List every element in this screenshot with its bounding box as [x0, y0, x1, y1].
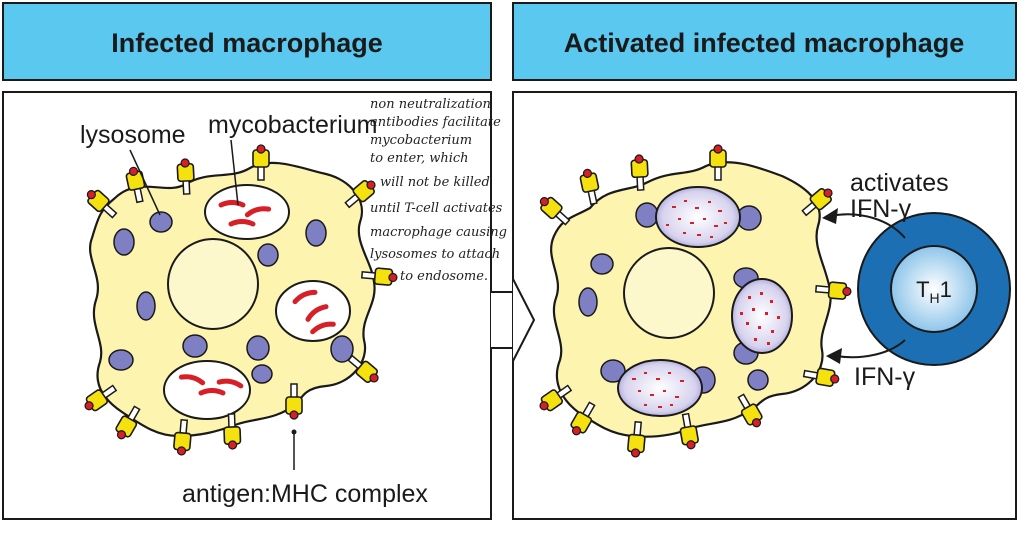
lysosome: [330, 335, 354, 363]
lysosome: [251, 364, 273, 384]
phagolysosome: [635, 186, 762, 248]
note-line-1: non neutralization: [370, 97, 491, 112]
lysosome: [108, 349, 134, 371]
ifn-gamma-top-label: IFN-γ: [850, 195, 912, 223]
left-panel-title: Infected macrophage: [111, 28, 383, 58]
lysosome: [136, 291, 156, 321]
ifn-gamma-arrow-top: [829, 213, 906, 239]
right-panel-title: Activated infected macrophage: [564, 28, 965, 58]
note-line-7: macrophage causing: [370, 225, 507, 240]
phagolysosome: [731, 267, 793, 365]
lysosome: [257, 243, 279, 267]
lysosome: [578, 287, 598, 317]
lysosomes: [578, 253, 769, 391]
lysosomes: [108, 211, 354, 384]
ifn-gamma-bottom-label: IFN-γ: [854, 363, 916, 391]
phagolysosome: [600, 359, 716, 417]
phagosome: [204, 184, 290, 240]
note-line-9: to endosome.: [400, 269, 488, 284]
nucleus: [167, 238, 259, 330]
note-line-5: will not be killed: [380, 175, 490, 190]
ifn-gamma-arrow-bottom: [835, 339, 906, 359]
lysosome: [747, 369, 769, 391]
activates-label: activates: [850, 169, 949, 197]
note-line-4: to enter, which: [370, 151, 469, 166]
left-panel: Infected macrophage: [2, 2, 507, 520]
mycobacterium-label: mycobacterium: [208, 111, 378, 139]
th1-cell: TH1: [857, 212, 1011, 366]
lysosome: [590, 253, 614, 275]
lysosome: [182, 334, 208, 358]
lysosome: [149, 211, 173, 233]
handwritten-note: non neutralization antibodies facilitate…: [370, 97, 507, 284]
lysosome: [113, 228, 135, 256]
lysosome-label: lysosome: [80, 121, 186, 149]
mycobacterium-leader-line: [230, 139, 239, 206]
lysosome-leader-line: [129, 149, 161, 216]
note-line-3: mycobacterium: [370, 133, 472, 148]
phagosome: [163, 360, 251, 420]
note-line-8: lysosomes to attach: [370, 247, 500, 262]
right-panel-header: [512, 2, 1017, 81]
right-panel: Activated infected macrophage: [512, 2, 1017, 520]
phagosome: [275, 280, 351, 342]
th1-label: TH1: [916, 277, 952, 306]
antigen-mhc-label: antigen:MHC complex: [182, 480, 428, 508]
note-line-6: until T-cell activates: [370, 201, 503, 216]
left-panel-header: [2, 2, 492, 81]
lysosome: [246, 335, 270, 361]
note-line-2: antibodies facilitate: [370, 115, 501, 130]
nucleus: [623, 247, 715, 339]
lysosome: [305, 219, 327, 247]
